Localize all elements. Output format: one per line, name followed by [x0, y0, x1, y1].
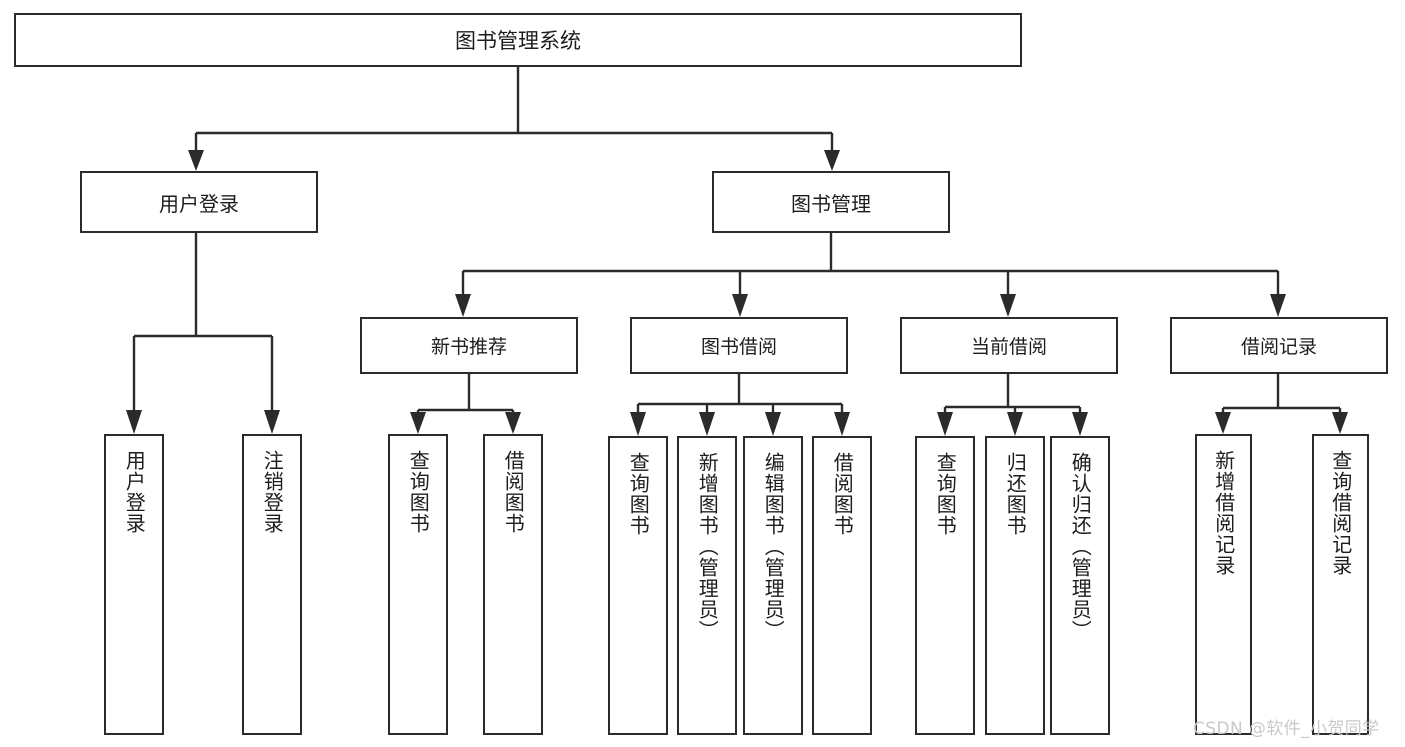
node-label: 当前借阅 [970, 336, 1047, 358]
leaf-confirm-return[interactable]: 确认归还（管理员） [1050, 436, 1110, 735]
leaf-borrow-book-2[interactable]: 借阅图书 [812, 436, 872, 735]
leaf-add-record[interactable]: 新增借阅记录 [1195, 434, 1252, 735]
node-label: 图书借阅 [700, 336, 777, 358]
leaf-query-book-1[interactable]: 查询图书 [388, 434, 448, 735]
node-label: 查询图书 [933, 452, 958, 536]
csdn-watermark: CSDN @软件_小贺同学 [1193, 719, 1380, 739]
leaf-borrow-book-1[interactable]: 借阅图书 [483, 434, 543, 735]
node-label: 确认归还（管理员） [1068, 452, 1093, 641]
node-user-login[interactable]: 用户登录 [80, 171, 318, 233]
node-new-book-recommend[interactable]: 新书推荐 [360, 317, 578, 374]
node-label: 借阅记录 [1240, 336, 1317, 358]
node-label: 新书推荐 [430, 336, 507, 358]
node-label: 借阅图书 [501, 450, 526, 534]
node-book-borrow[interactable]: 图书借阅 [630, 317, 848, 374]
node-label: 查询借阅记录 [1328, 450, 1353, 576]
node-label: 图书管理系统 [455, 29, 581, 53]
node-current-borrow[interactable]: 当前借阅 [900, 317, 1118, 374]
node-label: 新增图书（管理员） [695, 452, 720, 641]
node-root-system[interactable]: 图书管理系统 [14, 13, 1022, 67]
node-label: 编辑图书（管理员） [761, 452, 786, 641]
node-label: 图书管理 [791, 191, 871, 216]
node-label: 注销登录 [260, 450, 285, 534]
leaf-query-record[interactable]: 查询借阅记录 [1312, 434, 1369, 735]
node-label: 新增借阅记录 [1211, 450, 1236, 576]
leaf-edit-book[interactable]: 编辑图书（管理员） [743, 436, 803, 735]
node-label: 归还图书 [1003, 452, 1028, 536]
leaf-return-book[interactable]: 归还图书 [985, 436, 1045, 735]
leaf-user-logout[interactable]: 注销登录 [242, 434, 302, 735]
node-label: 查询图书 [626, 452, 651, 536]
leaf-add-book[interactable]: 新增图书（管理员） [677, 436, 737, 735]
leaf-query-book-2[interactable]: 查询图书 [608, 436, 668, 735]
node-borrow-record[interactable]: 借阅记录 [1170, 317, 1388, 374]
node-label: 查询图书 [406, 450, 431, 534]
node-book-manage[interactable]: 图书管理 [712, 171, 950, 233]
node-label: 借阅图书 [830, 452, 855, 536]
leaf-user-login[interactable]: 用户登录 [104, 434, 164, 735]
node-label: 用户登录 [122, 450, 147, 534]
leaf-query-book-3[interactable]: 查询图书 [915, 436, 975, 735]
node-label: 用户登录 [159, 191, 239, 216]
